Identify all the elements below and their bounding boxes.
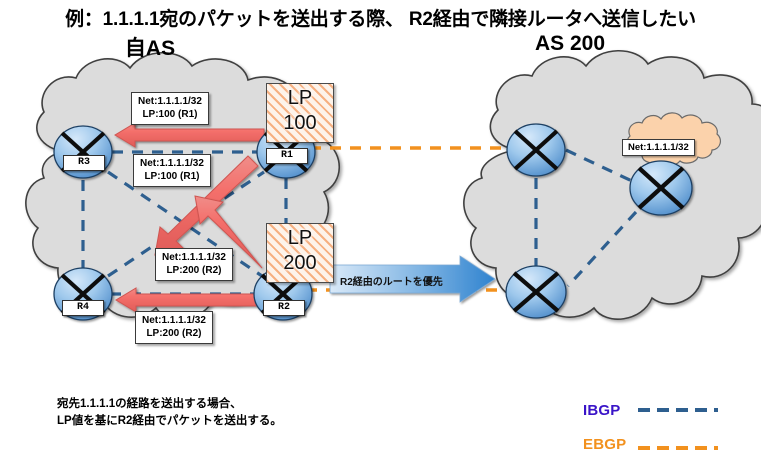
net-label-as200: Net:1.1.1.1/32 [622,139,695,156]
route-label-r2-to-r4: Net:1.1.1.1/32 LP:200 (R2) [135,311,213,344]
as-left-title: 自AS [124,37,176,60]
router-label-r1: R1 [266,148,308,164]
preference-arrow [329,255,496,303]
route-label-r1-diagonal: Net:1.1.1.1/32 LP:100 (R1) [133,154,211,187]
route-label-r2-diagonal: Net:1.1.1.1/32 LP:200 (R2) [155,248,233,281]
bottom-caption-line1: 宛先1.1.1.1の経路を送出する場合、 [57,398,242,410]
router-as200-bottom-left[interactable] [505,265,567,319]
route-label-r2-to-r4-net: Net:1.1.1.1/32 [142,315,206,326]
route-label-r1-to-r3: Net:1.1.1.1/32 LP:100 (R1) [131,92,209,125]
router-label-r3: R3 [63,155,105,171]
route-label-r1-diagonal-lp: LP:100 (R1) [144,171,200,182]
ibgp-links-right [534,148,638,288]
legend-item-ebgp: EBGP [583,436,627,453]
route-label-r2-to-r4-lp: LP:200 (R2) [146,328,202,339]
ibgp-link-rb-rc [566,210,638,288]
as-right-title: AS 200 [534,32,606,55]
red-arrow-r1-to-r3 [114,122,265,148]
route-label-r1-diagonal-net: Net:1.1.1.1/32 [140,158,204,169]
lp-box-100-line1: LP [287,87,313,109]
lp-box-100: LP 100 [266,83,334,143]
router-label-r2: R2 [263,300,305,316]
page-title: 例：1.1.1.1宛のパケットを送出する際、 R2経由で隣接ルータへ送信したい [65,9,696,30]
lp-box-200-line1: LP [287,227,313,249]
lp-box-200-line2: 200 [283,252,317,274]
router-label-r4: R4 [62,300,104,316]
preference-arrow-label: R2経由のルートを優先 [340,277,443,288]
lp-box-200: LP 200 [266,223,334,283]
legend-item-ibgp: IBGP [583,402,621,419]
route-label-r2-diagonal-net: Net:1.1.1.1/32 [162,252,226,263]
as-right-cloud [463,49,761,320]
ibgp-link-ra-rb [565,148,635,184]
bottom-caption-line2: LP値を基にR2経由でパケットを送出する。 [57,415,282,427]
red-arrow-r2-to-r4 [115,287,259,313]
route-label-r1-to-r3-lp: LP:100 (R1) [142,109,198,120]
router-as200-middle[interactable] [629,160,693,216]
router-as200-top-left[interactable] [506,123,566,177]
ibgp-link-r3-r2 [107,170,263,278]
bottom-caption: 宛先1.1.1.1の経路を送出する場合、 LP値を基にR2経由でパケットを送出す… [57,396,282,430]
route-label-r1-to-r3-net: Net:1.1.1.1/32 [138,96,202,107]
route-label-r2-diagonal-lp: LP:200 (R2) [166,265,222,276]
lp-box-100-line2: 100 [283,112,317,134]
red-arrow-r2-diagonal [194,195,263,269]
